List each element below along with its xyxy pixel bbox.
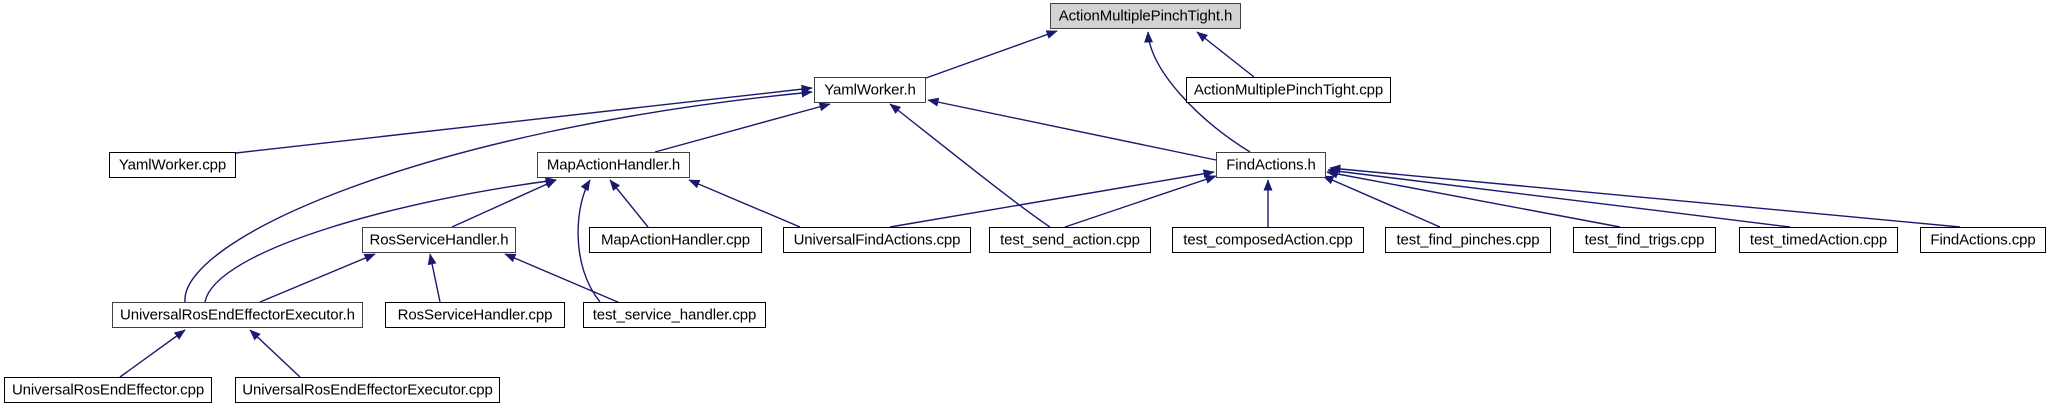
graph-node-test-send-action-cpp[interactable]: test_send_action.cpp — [989, 227, 1151, 253]
graph-node-universalrosendeffectorexecutor-h[interactable]: UniversalRosEndEffectorExecutor.h — [112, 302, 363, 328]
graph-node-mapactionhandler-cpp[interactable]: MapActionHandler.cpp — [589, 227, 762, 253]
graph-node-label: test_service_handler.cpp — [592, 306, 757, 323]
graph-edge-n9-to-n5 — [1064, 175, 1217, 228]
graph-node-rosservicehandler-h[interactable]: RosServiceHandler.h — [362, 227, 516, 253]
graph-edge-n11-to-n5 — [1322, 175, 1441, 228]
graph-edge-n15-to-n1 — [184, 88, 813, 303]
graph-node-label: ActionMultiplePinchTight.h — [1058, 7, 1233, 24]
graph-edge-n1-to-n0 — [925, 30, 1058, 79]
graph-edge-n14-to-n5 — [1329, 164, 1961, 228]
graph-node-label: UniversalRosEndEffectorExecutor.cpp — [242, 381, 493, 398]
graph-edge-n19-to-n15 — [249, 329, 301, 378]
graph-edge-n12-to-n5 — [1326, 169, 1621, 228]
graph-edge-n4-to-n1 — [654, 102, 831, 153]
graph-node-label: test_find_pinches.cpp — [1396, 231, 1540, 248]
graph-node-test-composedaction-cpp[interactable]: test_composedAction.cpp — [1172, 227, 1364, 253]
graph-edge-n8-to-n5 — [889, 169, 1215, 228]
graph-node-findactions-cpp[interactable]: FindActions.cpp — [1920, 227, 2046, 253]
graph-node-label: UniversalRosEndEffectorExecutor.h — [120, 306, 355, 323]
graph-edge-n7-to-n4 — [609, 179, 649, 228]
graph-node-label: test_timedAction.cpp — [1749, 231, 1888, 248]
graph-node-label: MapActionHandler.h — [546, 156, 681, 173]
graph-node-test-find-pinches-cpp[interactable]: test_find_pinches.cpp — [1385, 227, 1551, 253]
graph-node-label: test_composedAction.cpp — [1183, 231, 1353, 248]
graph-edge-n8-to-n4 — [688, 179, 801, 228]
graph-node-label: YamlWorker.cpp — [118, 156, 227, 173]
graph-node-test-find-trigs-cpp[interactable]: test_find_trigs.cpp — [1573, 227, 1716, 253]
graph-edge-n17-to-n6 — [504, 253, 621, 304]
graph-node-yamlworker-cpp[interactable]: YamlWorker.cpp — [109, 152, 236, 178]
graph-node-label: ActionMultiplePinchTight.cpp — [1193, 81, 1384, 98]
graph-node-label: test_send_action.cpp — [1000, 231, 1140, 248]
graph-node-actionmultiplepinchtight-h[interactable]: ActionMultiplePinchTight.h — [1050, 3, 1241, 29]
graph-edge-n3-to-n1 — [235, 84, 813, 154]
graph-node-test-service-handler-cpp[interactable]: test_service_handler.cpp — [583, 302, 766, 328]
graph-edge-n18-to-n15 — [119, 329, 186, 378]
graph-node-yamlworker-h[interactable]: YamlWorker.h — [814, 77, 926, 103]
graph-node-findactions-h[interactable]: FindActions.h — [1216, 152, 1326, 178]
graph-edge-n9-to-n1 — [889, 103, 1051, 228]
graph-node-universalrosendeffectorexecutor-cpp[interactable]: UniversalRosEndEffectorExecutor.cpp — [235, 377, 500, 403]
graph-node-label: UniversalRosEndEffector.cpp — [11, 381, 205, 398]
graph-edge-n6-to-n4 — [451, 179, 557, 228]
graph-node-universalrosendeffector-cpp[interactable]: UniversalRosEndEffector.cpp — [4, 377, 212, 403]
graph-node-actionmultiplepinchtight-cpp[interactable]: ActionMultiplePinchTight.cpp — [1186, 77, 1391, 103]
graph-node-mapactionhandler-h[interactable]: MapActionHandler.h — [537, 152, 690, 178]
graph-node-label: FindActions.cpp — [1930, 231, 2036, 248]
graph-node-label: RosServiceHandler.h — [369, 231, 509, 248]
graph-node-label: test_find_trigs.cpp — [1584, 231, 1705, 248]
graph-edge-n2-to-n0 — [1196, 31, 1255, 78]
graph-edge-n15-to-n6 — [259, 253, 376, 303]
graph-node-universalfindactions-cpp[interactable]: UniversalFindActions.cpp — [783, 227, 971, 253]
graph-node-label: YamlWorker.h — [824, 81, 916, 98]
graph-node-rosservicehandler-cpp[interactable]: RosServiceHandler.cpp — [385, 302, 565, 328]
graph-node-label: FindActions.h — [1226, 156, 1316, 173]
graph-edge-n16-to-n6 — [427, 253, 441, 303]
graph-node-test-timedaction-cpp[interactable]: test_timedAction.cpp — [1739, 227, 1898, 253]
graph-edge-n5-to-n1 — [927, 97, 1217, 161]
graph-node-label: UniversalFindActions.cpp — [793, 231, 961, 248]
graph-edge-n13-to-n5 — [1327, 166, 1791, 228]
graph-node-label: RosServiceHandler.cpp — [397, 306, 553, 323]
graph-node-label: MapActionHandler.cpp — [601, 231, 750, 248]
